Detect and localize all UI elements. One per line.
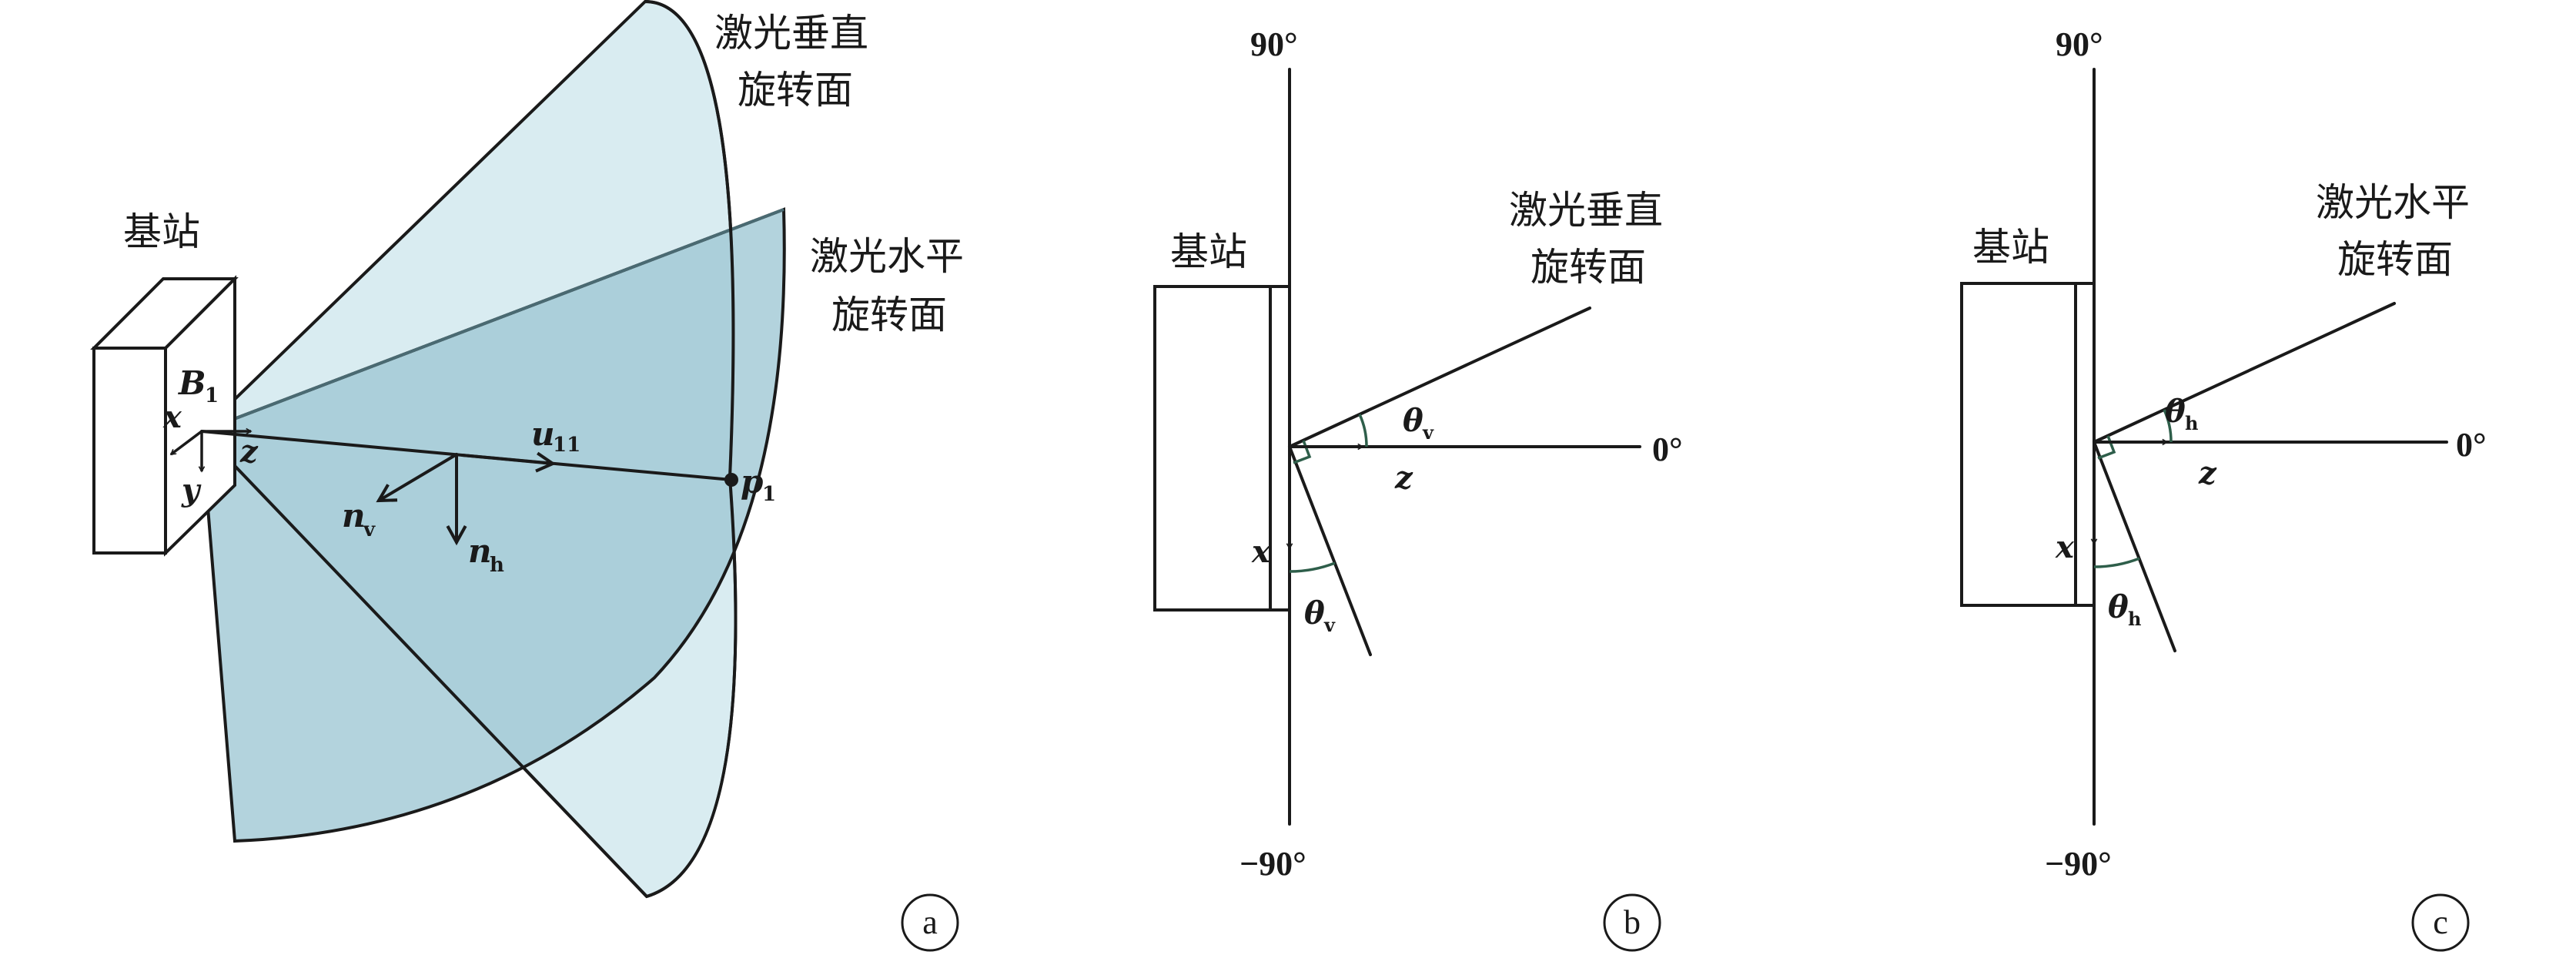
panel-c-badge-circle	[2411, 893, 2470, 952]
svg-text:1: 1	[205, 384, 219, 407]
panel-b: 90° −90° 0° 基站 z x θ v θ v 激光垂直 旋转面 b	[1153, 25, 1683, 952]
svg-text:p: p	[741, 463, 763, 501]
svg-text:B: B	[178, 364, 206, 402]
axis-z-label-c: z	[2198, 455, 2217, 491]
plane-label-c-line2: 旋转面	[2337, 237, 2453, 282]
panel-c: 90° −90° 0° 基站 z x θ h θ h 激光水平 旋转面 c	[1960, 25, 2487, 952]
axis-x-label-c: x	[2055, 529, 2075, 565]
horizontal-laser-plane	[202, 209, 785, 841]
plane-label-b-line1: 激光垂直	[1509, 188, 1663, 233]
theta-top-label-b: θ v	[1403, 403, 1434, 444]
zero-angle-b: 0°	[1652, 431, 1683, 468]
bottom-angle-c: −90°	[2045, 845, 2112, 883]
vertical-plane-label-line2: 旋转面	[738, 68, 853, 112]
svg-text:1: 1	[762, 483, 776, 506]
axis-z-label-a: z	[239, 434, 259, 470]
base-station-b	[1153, 285, 1272, 612]
svg-text:h: h	[2128, 608, 2141, 630]
svg-text:θ: θ	[2165, 394, 2186, 430]
top-angle-c: 90°	[2056, 25, 2103, 63]
svg-text:n: n	[468, 532, 492, 570]
plane-ray-b	[1288, 307, 1591, 448]
normal-nv-label: n v	[342, 497, 376, 541]
theta-arc-top-b	[1358, 414, 1368, 447]
panel-a: 基站 x y z B 1 u 11 p 1 n v	[90, 0, 964, 952]
panel-a-badge-circle	[901, 893, 959, 952]
theta-arc-bottom-b	[1289, 561, 1336, 573]
ray-u11-arrow	[460, 451, 557, 473]
normal-ray-b	[1288, 445, 1372, 656]
plane-label-b-line2: 旋转面	[1531, 245, 1646, 290]
panel-b-badge: b	[1624, 903, 1641, 941]
horizontal-plane-label-line1: 激光水平	[810, 234, 964, 279]
svg-text:θ: θ	[1403, 403, 1423, 439]
svg-text:h: h	[490, 554, 504, 577]
base-station-box	[90, 275, 239, 557]
vector-u11-label: u 11	[531, 415, 580, 457]
theta-arc-bottom-c	[2093, 557, 2140, 568]
point-b1-label: B 1	[178, 364, 219, 407]
horizontal-plane-label-line2: 旋转面	[831, 293, 947, 337]
axis-x-label-b: x	[1251, 534, 1271, 570]
panel-c-badge: c	[2433, 903, 2448, 941]
svg-text:θ: θ	[1304, 595, 1325, 632]
theta-bottom-label-b: θ v	[1304, 595, 1336, 636]
point-p1-label: p 1	[741, 463, 776, 506]
axis-z-label-b: z	[1394, 460, 1413, 496]
base-station-label-c: 基站	[1972, 225, 2049, 270]
base-station-label-a: 基站	[123, 209, 200, 254]
normal-nh-label: n h	[468, 532, 504, 577]
svg-text:n: n	[342, 497, 366, 534]
svg-text:h: h	[2185, 412, 2198, 434]
vertical-plane-label-line1: 激光垂直	[714, 11, 868, 55]
zero-angle-c: 0°	[2456, 426, 2487, 464]
vertical-plane-lower-edge	[200, 430, 648, 898]
normal-ray-c	[2093, 441, 2176, 652]
horizontal-plane-outline	[200, 207, 786, 843]
base-station-label-b: 基站	[1170, 230, 1247, 274]
panel-a-badge: a	[922, 903, 938, 941]
axis-y-label-a: y	[181, 472, 202, 508]
base-station-c	[1960, 282, 2077, 607]
svg-text:v: v	[363, 518, 376, 541]
theta-arc-top-c	[2163, 409, 2173, 443]
panel-b-badge-circle	[1603, 893, 1661, 952]
normal-nv-arrow	[376, 453, 458, 503]
horizontal-plane-top-edge	[201, 208, 785, 433]
svg-text:v: v	[1323, 614, 1336, 636]
svg-text:θ: θ	[2108, 589, 2129, 625]
top-angle-b: 90°	[1250, 25, 1298, 63]
plane-label-c-line1: 激光水平	[2316, 180, 2470, 225]
point-p1	[724, 473, 738, 487]
svg-text:11: 11	[553, 434, 580, 457]
svg-text:u: u	[531, 415, 555, 453]
theta-bottom-label-c: θ h	[2108, 589, 2141, 630]
svg-text:v: v	[1422, 421, 1434, 444]
axis-x-label-a: x	[162, 399, 182, 435]
bottom-angle-b: −90°	[1239, 845, 1306, 883]
theta-top-label-c: θ h	[2165, 394, 2198, 434]
plane-ray-c	[2093, 302, 2396, 444]
